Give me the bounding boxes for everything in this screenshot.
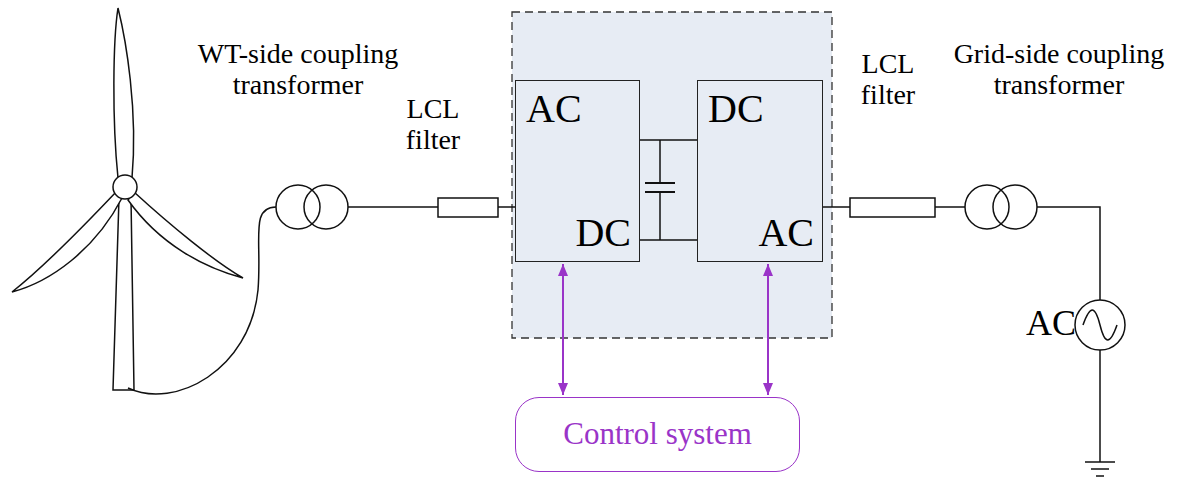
wire (348, 206, 438, 208)
source-label: AC (1020, 303, 1076, 343)
filter-symbol (438, 198, 498, 217)
converter-side-label: AC (526, 89, 582, 129)
capacitor-lead (659, 140, 661, 183)
turbine-hub (113, 175, 137, 199)
converter-box: DC AC (697, 80, 823, 262)
sine-wave (1083, 310, 1117, 340)
ac-source-symbol (1075, 300, 1125, 350)
converter-region (512, 12, 832, 338)
dc-link-wire (640, 139, 697, 141)
converter-side-label: DC (575, 213, 631, 253)
cable (128, 207, 276, 394)
capacitor-plate (645, 182, 675, 184)
component-label: WT-side coupling transformer (188, 38, 408, 101)
converter-side-label: AC (758, 213, 814, 253)
converter-side-label: DC (708, 89, 764, 129)
wire (1037, 207, 1100, 300)
wire (1099, 350, 1101, 462)
transformer-winding (304, 185, 348, 229)
wire (935, 206, 965, 208)
turbine-blade (114, 8, 134, 178)
transformer-winding (965, 185, 1009, 229)
ground-symbol (1085, 461, 1115, 463)
control-signal-arrow (767, 264, 769, 395)
ground-symbol (1091, 468, 1109, 470)
turbine-blade (12, 192, 122, 292)
filter-symbol (850, 198, 935, 217)
wire (498, 206, 515, 208)
converter-diagonal (516, 81, 639, 261)
ground-symbol (1096, 475, 1104, 477)
box-title: Control system (563, 417, 752, 451)
component-label: Grid-side coupling transformer (936, 38, 1182, 101)
control-box: Control system (515, 397, 800, 472)
turbine-blade (128, 192, 243, 278)
wire (823, 206, 850, 208)
converter-diagonal (698, 81, 822, 261)
component-label: LCL filter (397, 93, 469, 156)
dc-link-wire (640, 239, 697, 241)
turbine-tower (113, 198, 134, 390)
transformer-winding (993, 185, 1037, 229)
converter-box: AC DC (515, 80, 640, 262)
component-label: LCL filter (852, 48, 924, 111)
capacitor-lead (659, 192, 661, 240)
transformer-winding (276, 185, 320, 229)
control-signal-arrow (562, 264, 564, 395)
